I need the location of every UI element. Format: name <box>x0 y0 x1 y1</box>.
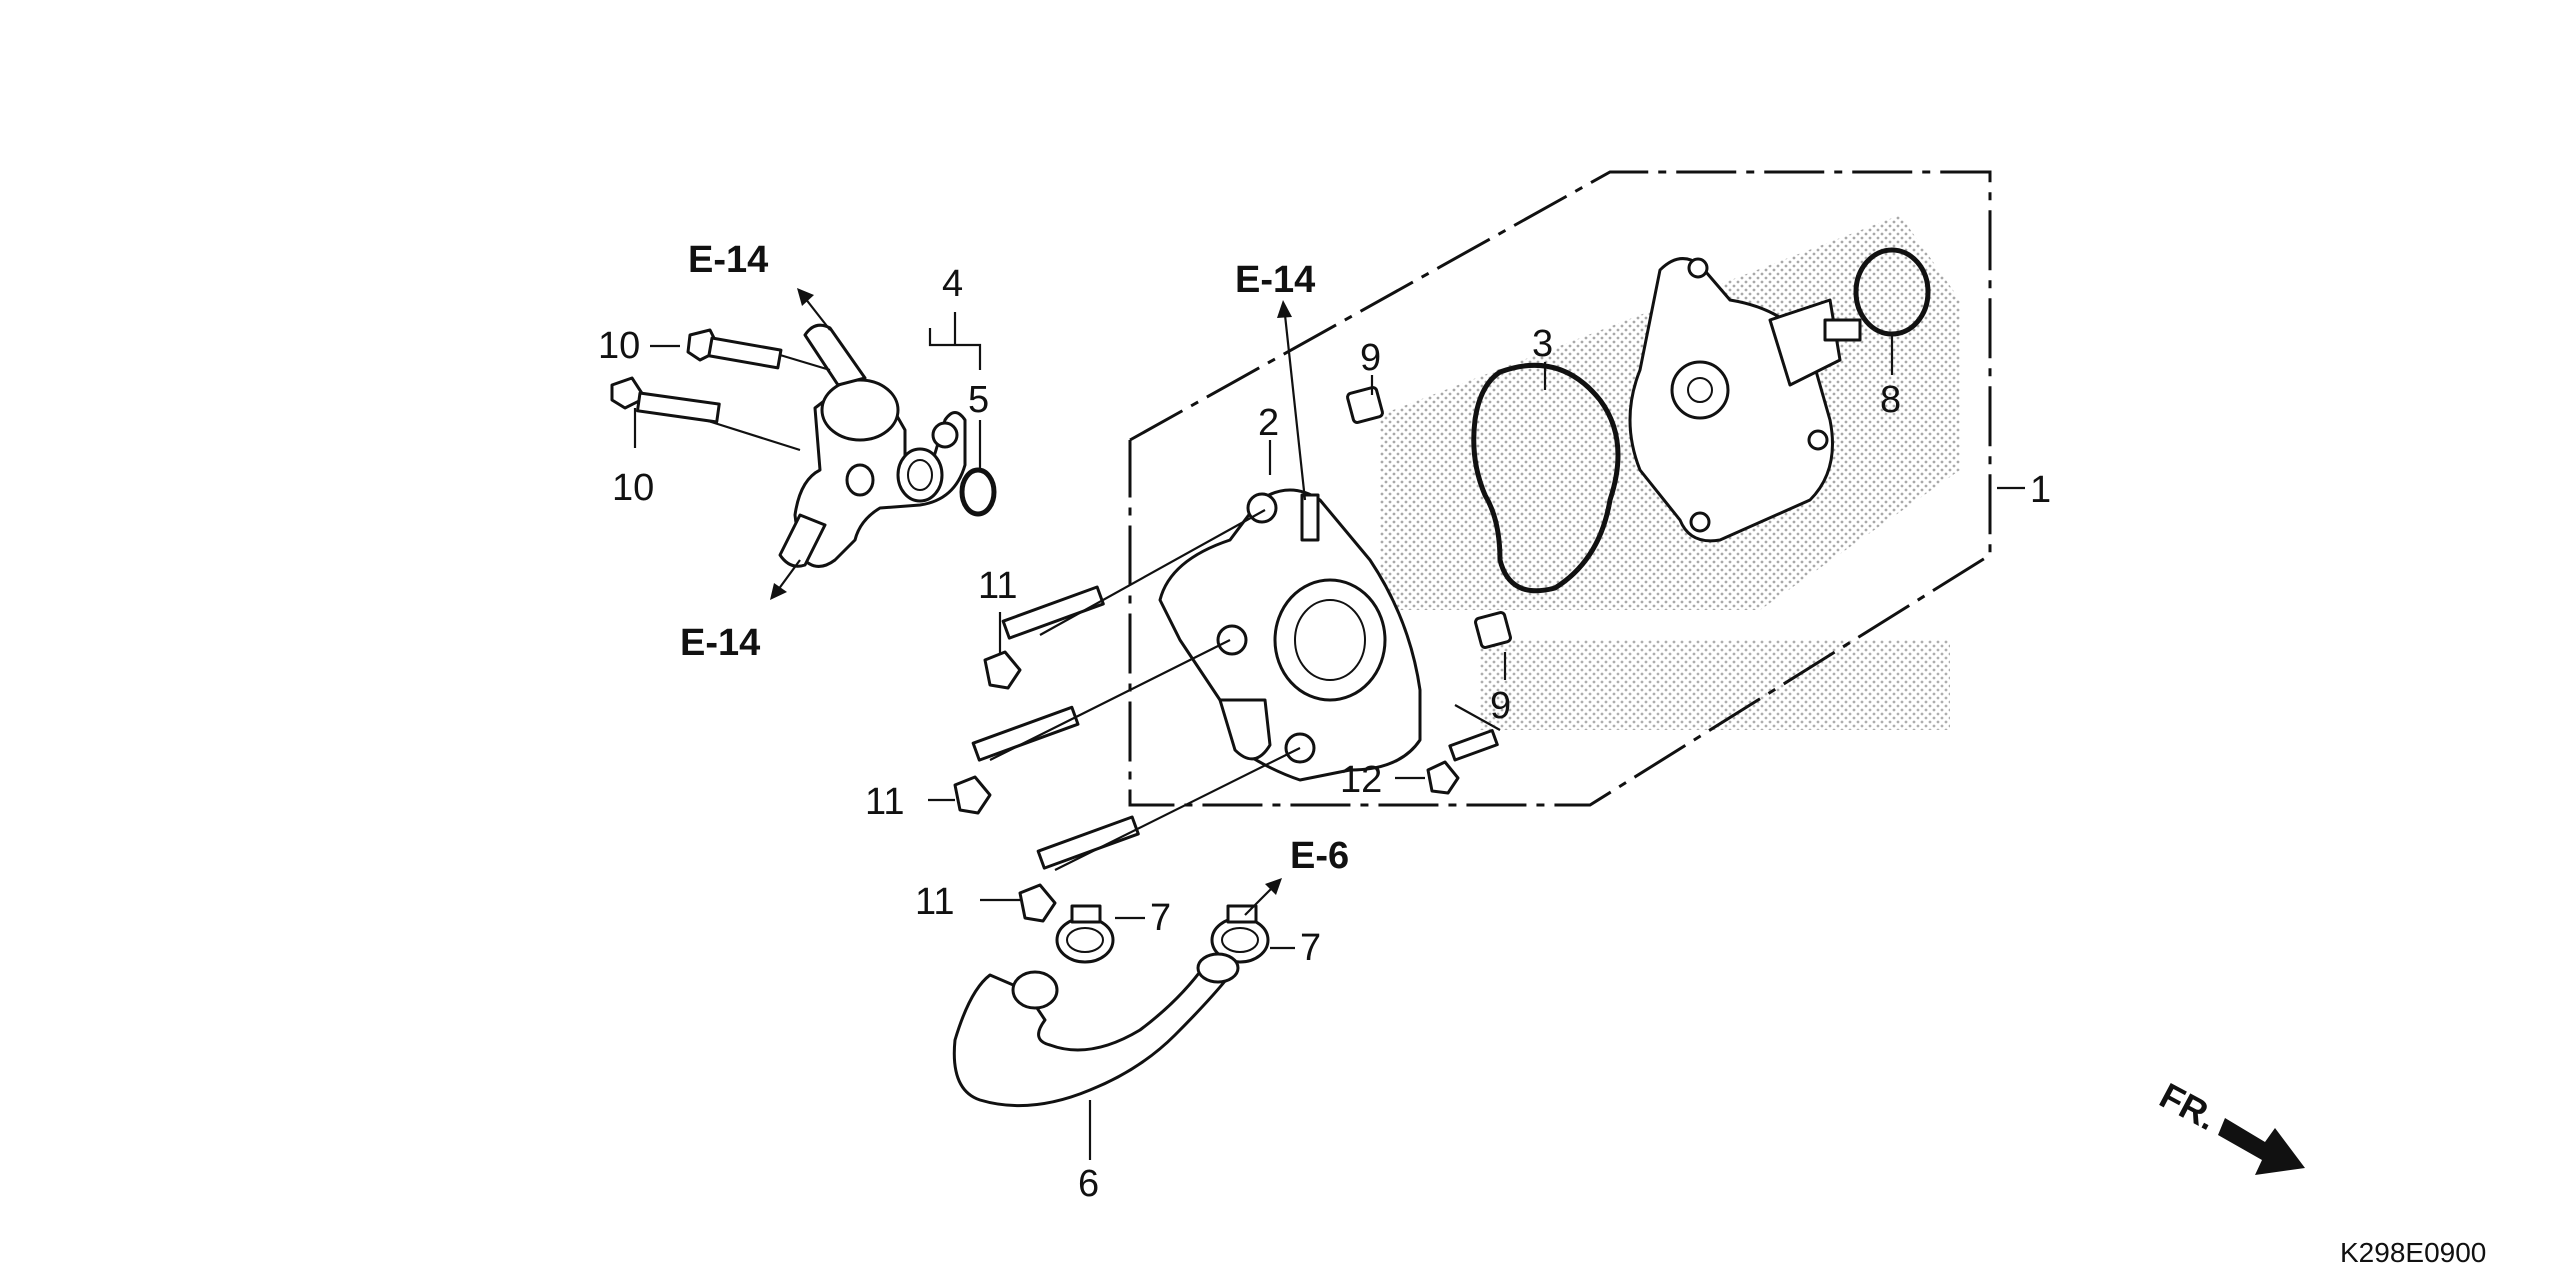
callout-3: 3 <box>1532 323 1553 365</box>
callout-11-lower: 11 <box>915 881 954 923</box>
dowel-pin-part-9-lower[interactable] <box>1474 611 1512 649</box>
hose-clamp-part-7-right[interactable] <box>1210 904 1270 964</box>
callout-9-upper: 9 <box>1360 337 1381 379</box>
callout-1: 1 <box>2030 469 2051 511</box>
diagram-code: K298E0900 <box>2340 1237 2486 1268</box>
callout-10-upper: 10 <box>598 325 640 367</box>
dowel-pin-part-9-upper[interactable] <box>1346 386 1384 424</box>
reference-arrows <box>770 288 1307 916</box>
bolt-part-10-upper[interactable] <box>686 328 783 370</box>
bolt-part-10-lower[interactable] <box>610 376 721 424</box>
assembly-boundary <box>1128 170 1992 807</box>
callout-11-middle: 11 <box>865 781 904 823</box>
leader-lines <box>633 312 2025 1160</box>
o-ring-part-8[interactable] <box>1853 247 1931 337</box>
callout-6: 6 <box>1078 1163 1099 1205</box>
reference-e14-top-left: E-14 <box>688 239 768 281</box>
o-ring-part-5[interactable] <box>959 467 997 517</box>
front-direction-label: FR. <box>2153 1075 2223 1138</box>
callout-2: 2 <box>1258 402 1279 444</box>
callout-4: 4 <box>942 263 963 305</box>
pump-body <box>1628 257 1862 543</box>
callout-5: 5 <box>968 379 989 421</box>
bolt-part-11-upper[interactable] <box>983 585 1105 690</box>
reference-e14-bottom-left: E-14 <box>680 622 760 664</box>
hose-part-6[interactable] <box>952 952 1240 1108</box>
hose-clamp-part-7-left[interactable] <box>1055 904 1115 964</box>
callout-7-left: 7 <box>1150 897 1171 939</box>
bolt-part-12[interactable] <box>1426 729 1499 795</box>
reference-e6: E-6 <box>1290 835 1349 877</box>
callout-12: 12 <box>1340 759 1382 801</box>
callout-7-right: 7 <box>1300 927 1321 969</box>
callout-11-upper: 11 <box>978 565 1017 607</box>
callout-9-lower: 9 <box>1490 685 1511 727</box>
reference-e14-center: E-14 <box>1235 259 1315 301</box>
callout-10-lower: 10 <box>612 467 654 509</box>
outlet-fitting-part-4[interactable] <box>778 323 967 568</box>
pump-cover-part-2[interactable] <box>1158 488 1422 782</box>
front-direction-arrow-icon <box>2218 1118 2305 1175</box>
gasket-part-3[interactable] <box>1471 362 1621 594</box>
callout-8: 8 <box>1880 379 1901 421</box>
bolt-part-11-middle[interactable] <box>953 705 1080 815</box>
